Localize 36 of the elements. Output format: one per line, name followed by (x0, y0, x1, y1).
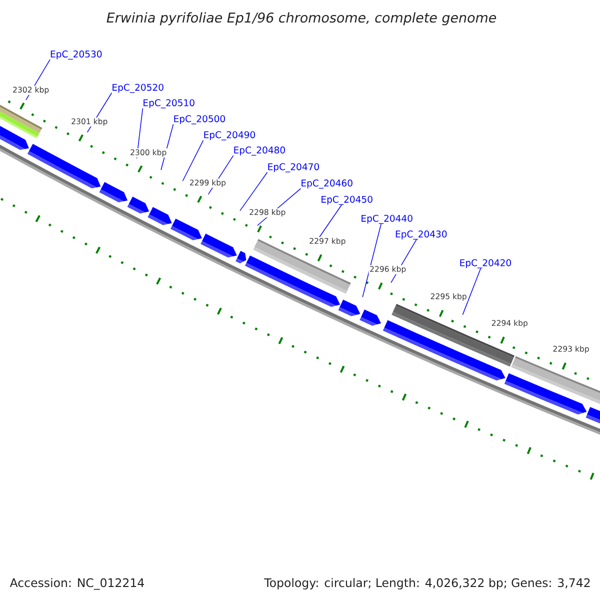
feature-bar (511, 356, 600, 404)
leader-line (462, 268, 482, 316)
feature-bar (392, 304, 515, 367)
feature-bar (253, 238, 351, 294)
gene-label: EpC_20420 (460, 259, 511, 268)
gene-block (170, 218, 202, 240)
leader-line (240, 172, 268, 212)
gene-label: EpC_20530 (50, 50, 102, 60)
leader-line (182, 140, 204, 182)
gene-label: EpC_20460 (302, 180, 352, 189)
title: Erwinia pyrifoliae Ep1/96 chromosome, complete genome (106, 12, 496, 26)
gene-block (99, 182, 128, 202)
footer-text: Accession: NC_012214 (10, 578, 144, 590)
feature-bar (0, 104, 42, 138)
gene-block (360, 310, 382, 326)
gene-label: EpC_20510 (144, 99, 194, 108)
gene-block (504, 373, 587, 414)
gene-label: EpC_20440 (362, 214, 412, 224)
gene-label: EpC_20490 (204, 131, 255, 140)
gene-block (0, 126, 29, 150)
gene-label: EpC_20470 (268, 163, 319, 172)
gene-block (27, 144, 101, 188)
gene-label: EpC_20520 (112, 84, 164, 93)
gene-block (200, 234, 237, 258)
gene-block (338, 300, 360, 316)
gene-label: EpC_20480 (234, 146, 285, 156)
gene-label: EpC_20430 (396, 230, 447, 240)
footer-text: Topology: circular; Length: 4,026,322 bp; Genes: 3,742 (264, 578, 590, 590)
gene-block (244, 255, 340, 307)
leader-line (362, 224, 382, 298)
gene-label: EpC_20500 (174, 115, 225, 124)
gene-block (236, 250, 246, 264)
gene-block (586, 406, 600, 424)
gene-label: EpC_20450 (322, 196, 372, 205)
gene-block (127, 196, 150, 214)
gene-block (148, 207, 172, 226)
